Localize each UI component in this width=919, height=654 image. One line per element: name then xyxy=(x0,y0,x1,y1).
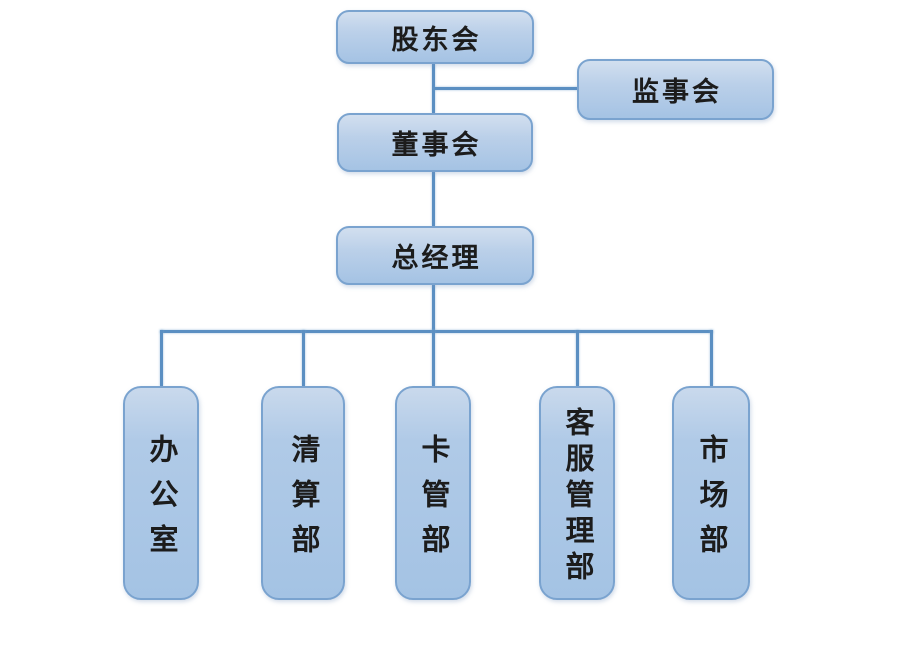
node-dept-marketing-label: 市场部 xyxy=(695,433,727,569)
node-dept-customer-service-management: 客服管理部 xyxy=(539,386,615,600)
connector-gm-bus xyxy=(432,285,435,331)
connector-board-gm xyxy=(432,172,435,226)
node-dept-card-management: 卡管部 xyxy=(395,386,471,600)
node-shareholders: 股东会 xyxy=(336,10,534,64)
connector-drop-clearing xyxy=(302,330,305,386)
node-dept-clearing: 清算部 xyxy=(261,386,345,600)
node-dept-card-management-label: 卡管部 xyxy=(417,433,449,569)
node-board: 董事会 xyxy=(337,113,533,172)
node-shareholders-label: 股东会 xyxy=(391,24,482,55)
connector-drop-office xyxy=(160,330,163,386)
node-supervisors: 监事会 xyxy=(577,59,774,120)
node-supervisors-label: 监事会 xyxy=(632,77,722,107)
connector-drop-card-management xyxy=(432,330,435,386)
node-dept-marketing: 市场部 xyxy=(672,386,750,600)
node-dept-customer-service-management-label: 客服管理部 xyxy=(561,406,593,587)
connector-branch-supervisors xyxy=(434,87,578,90)
node-dept-office-label: 办公室 xyxy=(145,433,177,569)
connector-drop-customer-service xyxy=(576,330,579,386)
node-general-manager: 总经理 xyxy=(336,226,534,285)
connector-shareholders-board xyxy=(432,64,435,113)
node-general-manager-label: 总经理 xyxy=(391,243,482,273)
connector-drop-marketing xyxy=(710,330,713,386)
node-dept-office: 办公室 xyxy=(123,386,199,600)
connector-bus xyxy=(160,330,713,333)
node-dept-clearing-label: 清算部 xyxy=(287,433,319,569)
node-board-label: 董事会 xyxy=(391,130,482,160)
